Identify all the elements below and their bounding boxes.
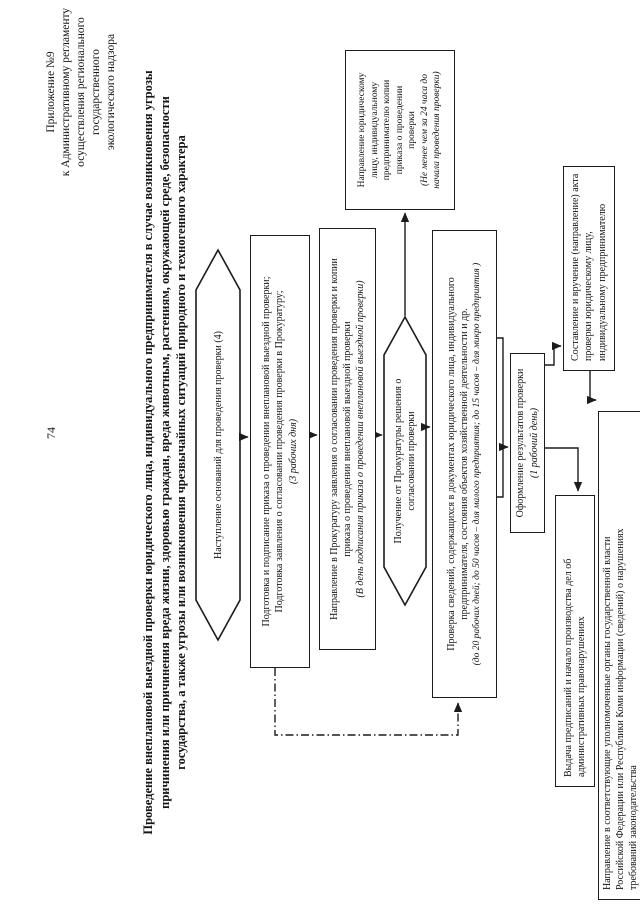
node-text: предпринимателю копии [382,79,393,181]
flow-node-inspection: Проверка сведений, содержащихся в докуме… [432,230,497,698]
flow-node-prepare-order: Подготовка и подписание приказа о провед… [250,235,310,668]
node-text: проверки юридическому лицу, [583,231,595,361]
node-text: требований законодательства [628,765,640,890]
appendix-line: Приложение №9 [45,51,57,133]
title-line: государства, а также угрозы или возникно… [174,135,188,770]
flow-node-send-to-prosecutor: Направление в Прокуратуру заявления о со… [319,228,376,650]
connector-results-to-prescriptions [545,447,583,492]
node-text: индивидуальному предпринимателю [596,203,608,361]
node-text: проверки [407,111,418,149]
title-line: Проведение внеплановой выездной проверки… [141,70,155,835]
connector-results-to-act [545,341,562,366]
node-text: Российской Федерации или Республики Коми… [614,528,626,890]
node-text: (3 рабочих дня) [287,418,299,485]
node-text: Проверка сведений, содержащихся в докуме… [446,277,458,651]
node-text: (1 рабочий день) [528,407,540,479]
appendix-header: Приложение №9 к Административному реглам… [44,6,119,178]
flow-node-inform-authorities: Направление в соответствующие уполномоче… [598,411,640,900]
flow-node-act-delivery: Составление и вручение (направление) акт… [563,166,615,371]
node-text: Направление в соответствующие уполномоче… [601,536,613,890]
appendix-line: экологического надзора [105,33,117,151]
flow-node-receive-decision: Получение от Прокуратуры решения о согла… [384,355,426,567]
node-text: (Не менее чем за 24 часа до [419,74,430,187]
node-text: предпринимателя, состояния объектов хозя… [459,308,471,620]
flow-node-notify-entity: Направление юридическому лицу, индивидуа… [345,50,455,210]
node-text: административных правонарушениях [576,616,587,777]
appendix-line: осуществления регионального [75,17,87,167]
connector-urgent-bypass-dashdot [274,668,463,736]
node-text: приказа о проведении [394,85,405,175]
node-text: Направление в Прокуратуру заявления о со… [328,258,340,620]
node-text: Оформление результатов проверки [515,368,527,518]
connector-inspection-bracket [497,337,504,498]
node-text: согласовании проверки [406,411,417,511]
flow-node-results: Оформление результатов проверки (1 рабоч… [510,353,545,533]
node-text: начала проведения проверки) [432,71,443,189]
node-text: лицу, индивидуальному [369,81,380,179]
node-text: Подготовка и подписание приказа о провед… [261,276,273,627]
node-text: Направление юридическому [357,72,368,188]
node-text: Подготовка заявления о согласовании пров… [274,290,286,613]
flow-node-prescriptions: Выдача предписаний и начало производства… [555,495,595,787]
title-line: причинения или причинения вреда жизни, з… [157,96,172,809]
flow-node-start-event: Наступление оснований для проведения про… [196,290,240,600]
node-text: (В день подписания приказа о проведении … [355,280,367,598]
node-text: Получение от Прокуратуры решения о [393,378,404,544]
appendix-line: государственного [90,49,102,135]
page-title: Проведение внеплановой выездной проверки… [140,0,190,905]
node-text: приказа о проведении внеплановой выездно… [341,321,353,557]
appendix-line: к Административному регламенту [60,7,72,177]
connector-act-to-inform [586,371,597,405]
node-text: Выдача предписаний и начало производства… [562,558,574,777]
page-number: 74 [44,427,58,439]
node-text: (до 20 рабочих дней; до 50 часов – для м… [472,262,483,666]
node-text: Наступление оснований для проведения про… [212,330,224,560]
node-text: Составление и вручение (направление) акт… [570,173,582,361]
